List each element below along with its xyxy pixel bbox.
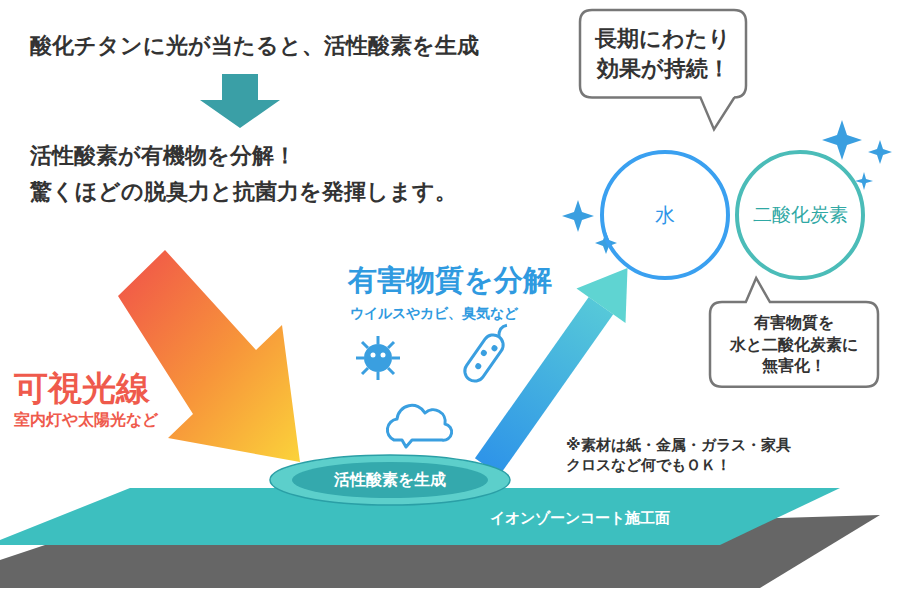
ellipse-inner [292, 462, 488, 498]
speech-bubble-outline [578, 8, 748, 99]
circle-outline [737, 152, 863, 278]
bubble-outline [710, 278, 878, 387]
arrow-head [576, 268, 627, 323]
coated-surface: イオンゾーンコート施工面活性酸素を生成 [0, 488, 840, 545]
light-arrow [118, 250, 300, 462]
node-text: 水 [655, 202, 675, 229]
ellipse-outer [270, 455, 510, 505]
bacterium-icon [461, 319, 515, 385]
node-text: 活性酸素を生成 [334, 469, 446, 491]
material-note: ※素材は紙・金属・ガラス・家具 クロスなど何でもＯＫ！ [566, 436, 816, 475]
headline: 酸化チタンに光が当たると、活性酸素を生成 [30, 32, 479, 61]
node-text: 有害物質を 水と二酸化炭素に 無害化！ [719, 312, 869, 377]
light-label: 可視光線 [14, 366, 150, 410]
action-sublabel: ウイルスやカビ、臭気など [350, 304, 518, 322]
light-sublabel: 室内灯や太陽光など [14, 410, 158, 431]
headline: 驚くほどの脱臭力と抗菌力を発揮します。 [30, 178, 457, 207]
speech-bubble: 長期にわたり 効果が持続！ [578, 8, 748, 99]
node-text: イオンゾーンコート施工面 [490, 508, 670, 528]
bubble-outline [580, 10, 746, 129]
node-text: 二酸化炭素 [753, 202, 848, 228]
cloud-icon [387, 405, 451, 447]
virus-icon [356, 336, 400, 380]
down-arrow [200, 74, 280, 128]
node-text: 長期にわたり 効果が持続！ [590, 24, 736, 83]
product-circle: 二酸化炭素 [735, 150, 865, 280]
circle-outline [602, 152, 728, 278]
action-label: 有害物質を分解 [348, 262, 552, 300]
product-circle: 水 [600, 150, 730, 280]
headline: 活性酸素が有機物を分解！ [30, 142, 296, 171]
active-oxygen-zone: 活性酸素を生成 [270, 455, 510, 505]
speech-bubble: 有害物質を 水と二酸化炭素に 無害化！ [708, 300, 880, 389]
